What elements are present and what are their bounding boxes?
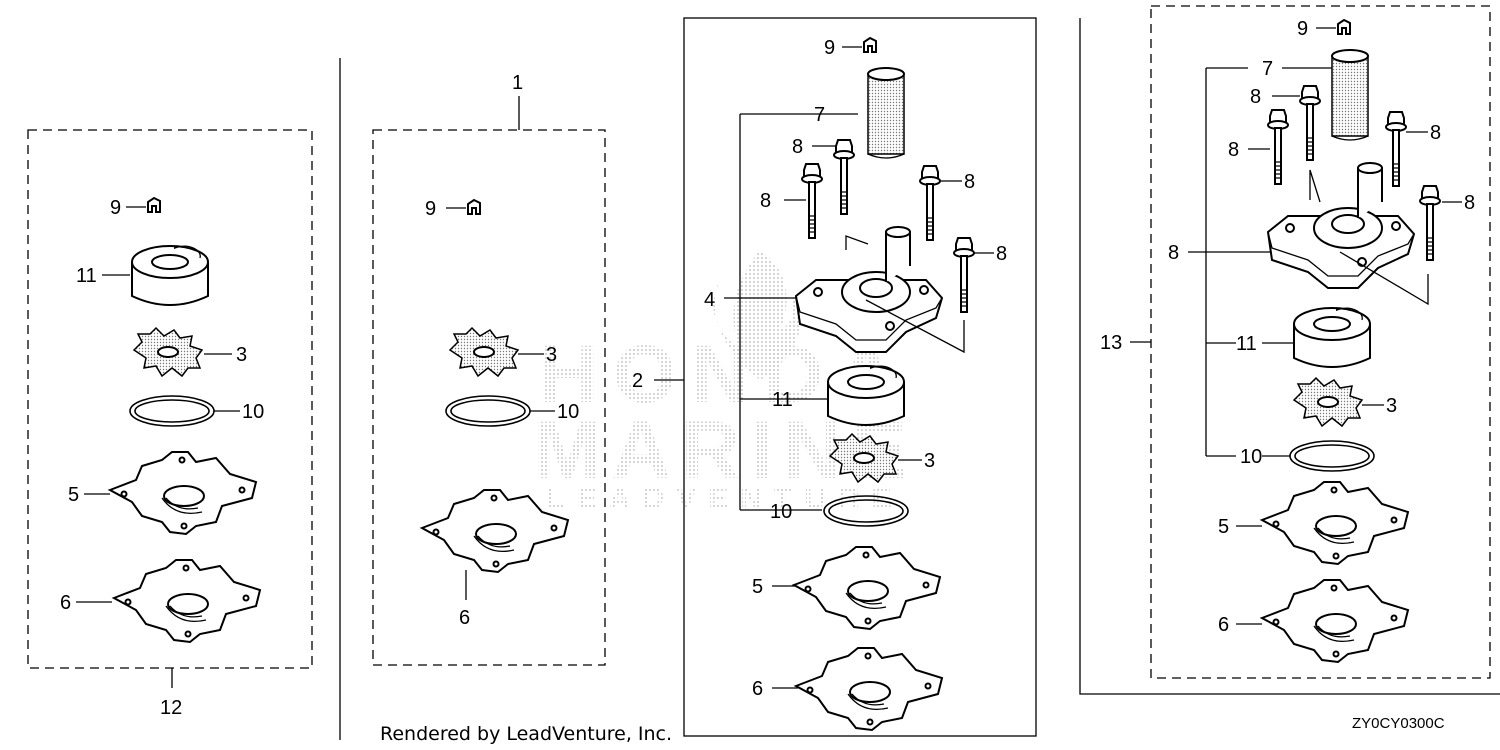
callout-10: 10 bbox=[557, 401, 579, 423]
render-credit: Rendered by LeadVenture, Inc. bbox=[380, 723, 672, 745]
callout-13: 13 bbox=[1100, 332, 1122, 354]
flame-logo-icon bbox=[713, 250, 800, 380]
callout-7: 7 bbox=[814, 104, 825, 126]
callout-8: 8 bbox=[1430, 122, 1441, 144]
panel-assy-13: 13 9 7 8 8 8 8 8 11 3 10 bbox=[1079, 5, 1500, 695]
callout-8: 8 bbox=[792, 136, 803, 158]
callout-10: 10 bbox=[242, 401, 264, 423]
callout-6: 6 bbox=[752, 678, 763, 700]
callout-5: 5 bbox=[1218, 516, 1229, 538]
callout-5: 5 bbox=[752, 576, 763, 598]
callout-11: 11 bbox=[76, 265, 97, 287]
callout-3: 3 bbox=[236, 344, 247, 366]
callout-3: 3 bbox=[924, 450, 935, 472]
callout-2: 2 bbox=[632, 370, 643, 392]
watermark-dealer: LEADVENTURE bbox=[546, 482, 903, 515]
callout-10: 10 bbox=[770, 501, 792, 523]
callout-9: 9 bbox=[1297, 18, 1308, 40]
callout-8: 8 bbox=[1250, 86, 1261, 108]
callout-11: 11 bbox=[1236, 333, 1257, 355]
callout-4: 4 bbox=[704, 289, 715, 311]
callout-1: 1 bbox=[512, 72, 523, 94]
callout-6: 6 bbox=[459, 607, 470, 629]
callout-9: 9 bbox=[425, 198, 436, 220]
callout-6: 6 bbox=[1218, 614, 1229, 636]
callout-7: 7 bbox=[1262, 58, 1273, 80]
diagram-code: ZY0CY0300C bbox=[1352, 715, 1445, 732]
callout-9: 9 bbox=[824, 37, 835, 59]
callout-11: 11 bbox=[772, 389, 793, 411]
callout-8: 8 bbox=[1464, 192, 1475, 214]
callout-3: 3 bbox=[546, 344, 557, 366]
panel-kit-1: 1 9 3 10 6 bbox=[372, 72, 606, 666]
callout-3: 3 bbox=[1386, 395, 1397, 417]
callout-8: 8 bbox=[760, 190, 771, 212]
callout-12: 12 bbox=[160, 697, 182, 719]
panel-kit-12: 9 11 3 10 5 6 12 bbox=[27, 58, 341, 740]
callout-5: 5 bbox=[68, 484, 79, 506]
callout-9: 9 bbox=[110, 197, 121, 219]
callout-10: 10 bbox=[1240, 446, 1262, 468]
callout-6: 6 bbox=[60, 592, 71, 614]
panel-assy-2: 2 9 7 8 8 8 8 4 11 3 10 5 bbox=[632, 17, 1037, 737]
callout-8: 8 bbox=[996, 243, 1007, 265]
callout-4: 8 bbox=[1168, 242, 1179, 264]
callout-8: 8 bbox=[964, 171, 975, 193]
callout-8: 8 bbox=[1228, 139, 1239, 161]
